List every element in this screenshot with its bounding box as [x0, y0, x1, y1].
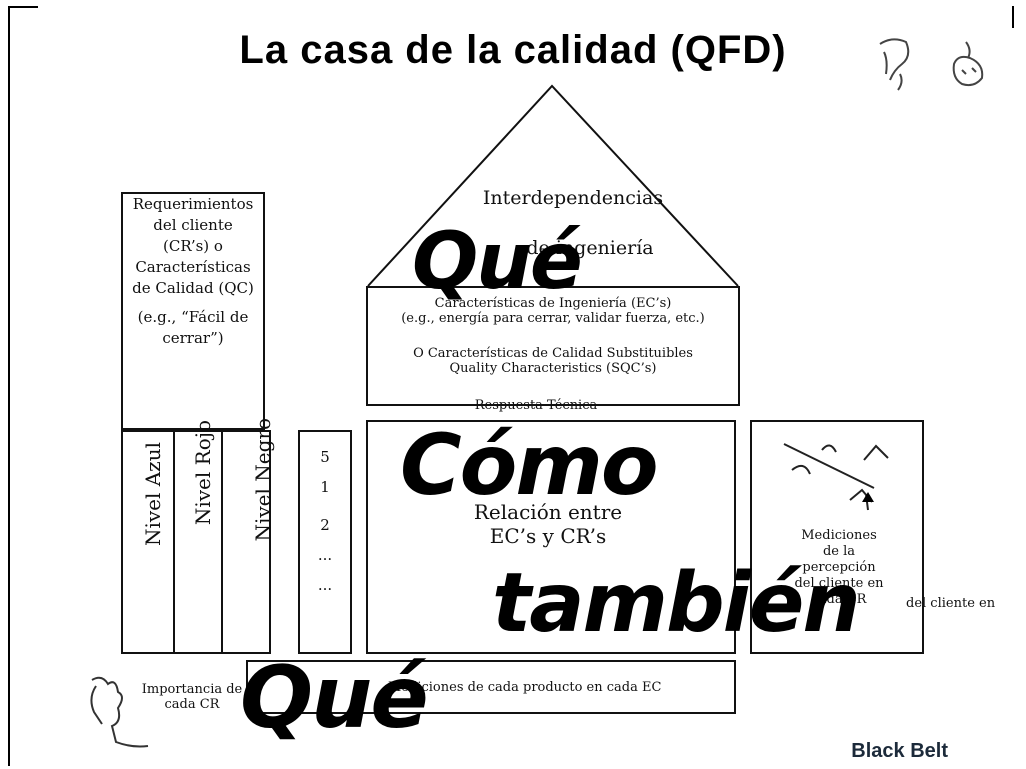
level-label: Nivel Azul — [141, 442, 165, 547]
frame-corner — [1012, 6, 1014, 28]
perception-overflow-label: del cliente en — [906, 596, 996, 611]
cr-line: del cliente — [153, 216, 233, 234]
overlay-tambien: también — [492, 556, 861, 651]
relationship-line1: Relación entre — [473, 500, 623, 524]
cr-line: Características — [135, 258, 251, 276]
perception-line: de la — [822, 544, 856, 559]
level-column-blue: Nivel Azul — [121, 430, 175, 654]
importance-line1: Importancia de — [141, 682, 243, 697]
perception-line: percepción — [802, 560, 876, 575]
ec-line2: (e.g., energía para cerrar, validar fuer… — [401, 311, 705, 326]
ratings-column: 5 1 2 ... ... — [298, 430, 352, 654]
ec-line1: Características de Ingeniería (EC’s) — [434, 296, 672, 311]
importance-line2: cada CR — [164, 697, 220, 712]
rating-value: ... — [317, 546, 333, 564]
level-column-red: Nivel Rojo — [173, 420, 223, 654]
perception-line: cada CR — [811, 592, 867, 607]
customer-requirements-box: Requerimientos del cliente (CR’s) o Cara… — [121, 192, 265, 430]
cr-line: cerrar”) — [162, 329, 224, 347]
brand-label: Black Belt — [851, 740, 948, 762]
figure-sketch-icon — [879, 38, 910, 91]
cr-line: de Calidad (QC) — [132, 279, 254, 297]
rating-value: 2 — [320, 516, 330, 534]
measurements-box: Mediciones de cada producto en cada EC — [246, 660, 736, 714]
relationship-matrix: Relación entre EC’s y CR’s — [366, 420, 736, 654]
engineering-characteristics-box: Características de Ingeniería (EC’s) (e.… — [366, 286, 740, 406]
customer-perception-box: Mediciones de la percepción del cliente … — [750, 420, 924, 654]
level-column-black: Nivel Negro — [221, 418, 275, 654]
overlay-como: Cómo — [400, 416, 659, 514]
roof-label-line2: de ingeniería — [526, 237, 654, 259]
page-title: La casa de la calidad (QFD) — [239, 28, 787, 72]
rating-value: 1 — [320, 478, 330, 496]
cr-line: Requerimientos — [132, 195, 254, 213]
roof-triangle — [367, 84, 739, 287]
frame-left-edge — [8, 6, 10, 766]
overlay-que: Qué — [412, 217, 583, 307]
rating-value: ... — [317, 576, 333, 594]
ec-line3: O Características de Calidad Substituibl… — [413, 346, 693, 361]
perception-line: Mediciones — [801, 528, 877, 543]
level-label: Nivel Rojo — [191, 420, 215, 526]
relationship-line2: EC’s y CR’s — [489, 524, 607, 548]
technical-response-label: Respuesta Técnica — [474, 398, 598, 413]
cr-line: (e.g., “Fácil de — [137, 308, 249, 326]
measurements-label: Mediciones de cada producto en cada EC — [388, 680, 662, 695]
ec-line4: Quality Characteristics (SQC’s) — [449, 361, 657, 376]
perception-line: del cliente en — [794, 576, 884, 591]
cr-line: (CR’s) o — [163, 237, 223, 255]
perception-sketch-icon — [783, 443, 889, 511]
roof-label-line1: Interdependencias — [482, 187, 664, 209]
tree-sketch-icon — [90, 676, 149, 748]
level-label: Nivel Negro — [251, 418, 275, 542]
importance-label: Importancia de cada CR — [132, 682, 252, 712]
frame-corner — [8, 6, 38, 8]
overlay-que-2: Qué — [240, 648, 429, 748]
head-sketch-icon — [952, 41, 984, 87]
rating-value: 5 — [320, 448, 330, 466]
